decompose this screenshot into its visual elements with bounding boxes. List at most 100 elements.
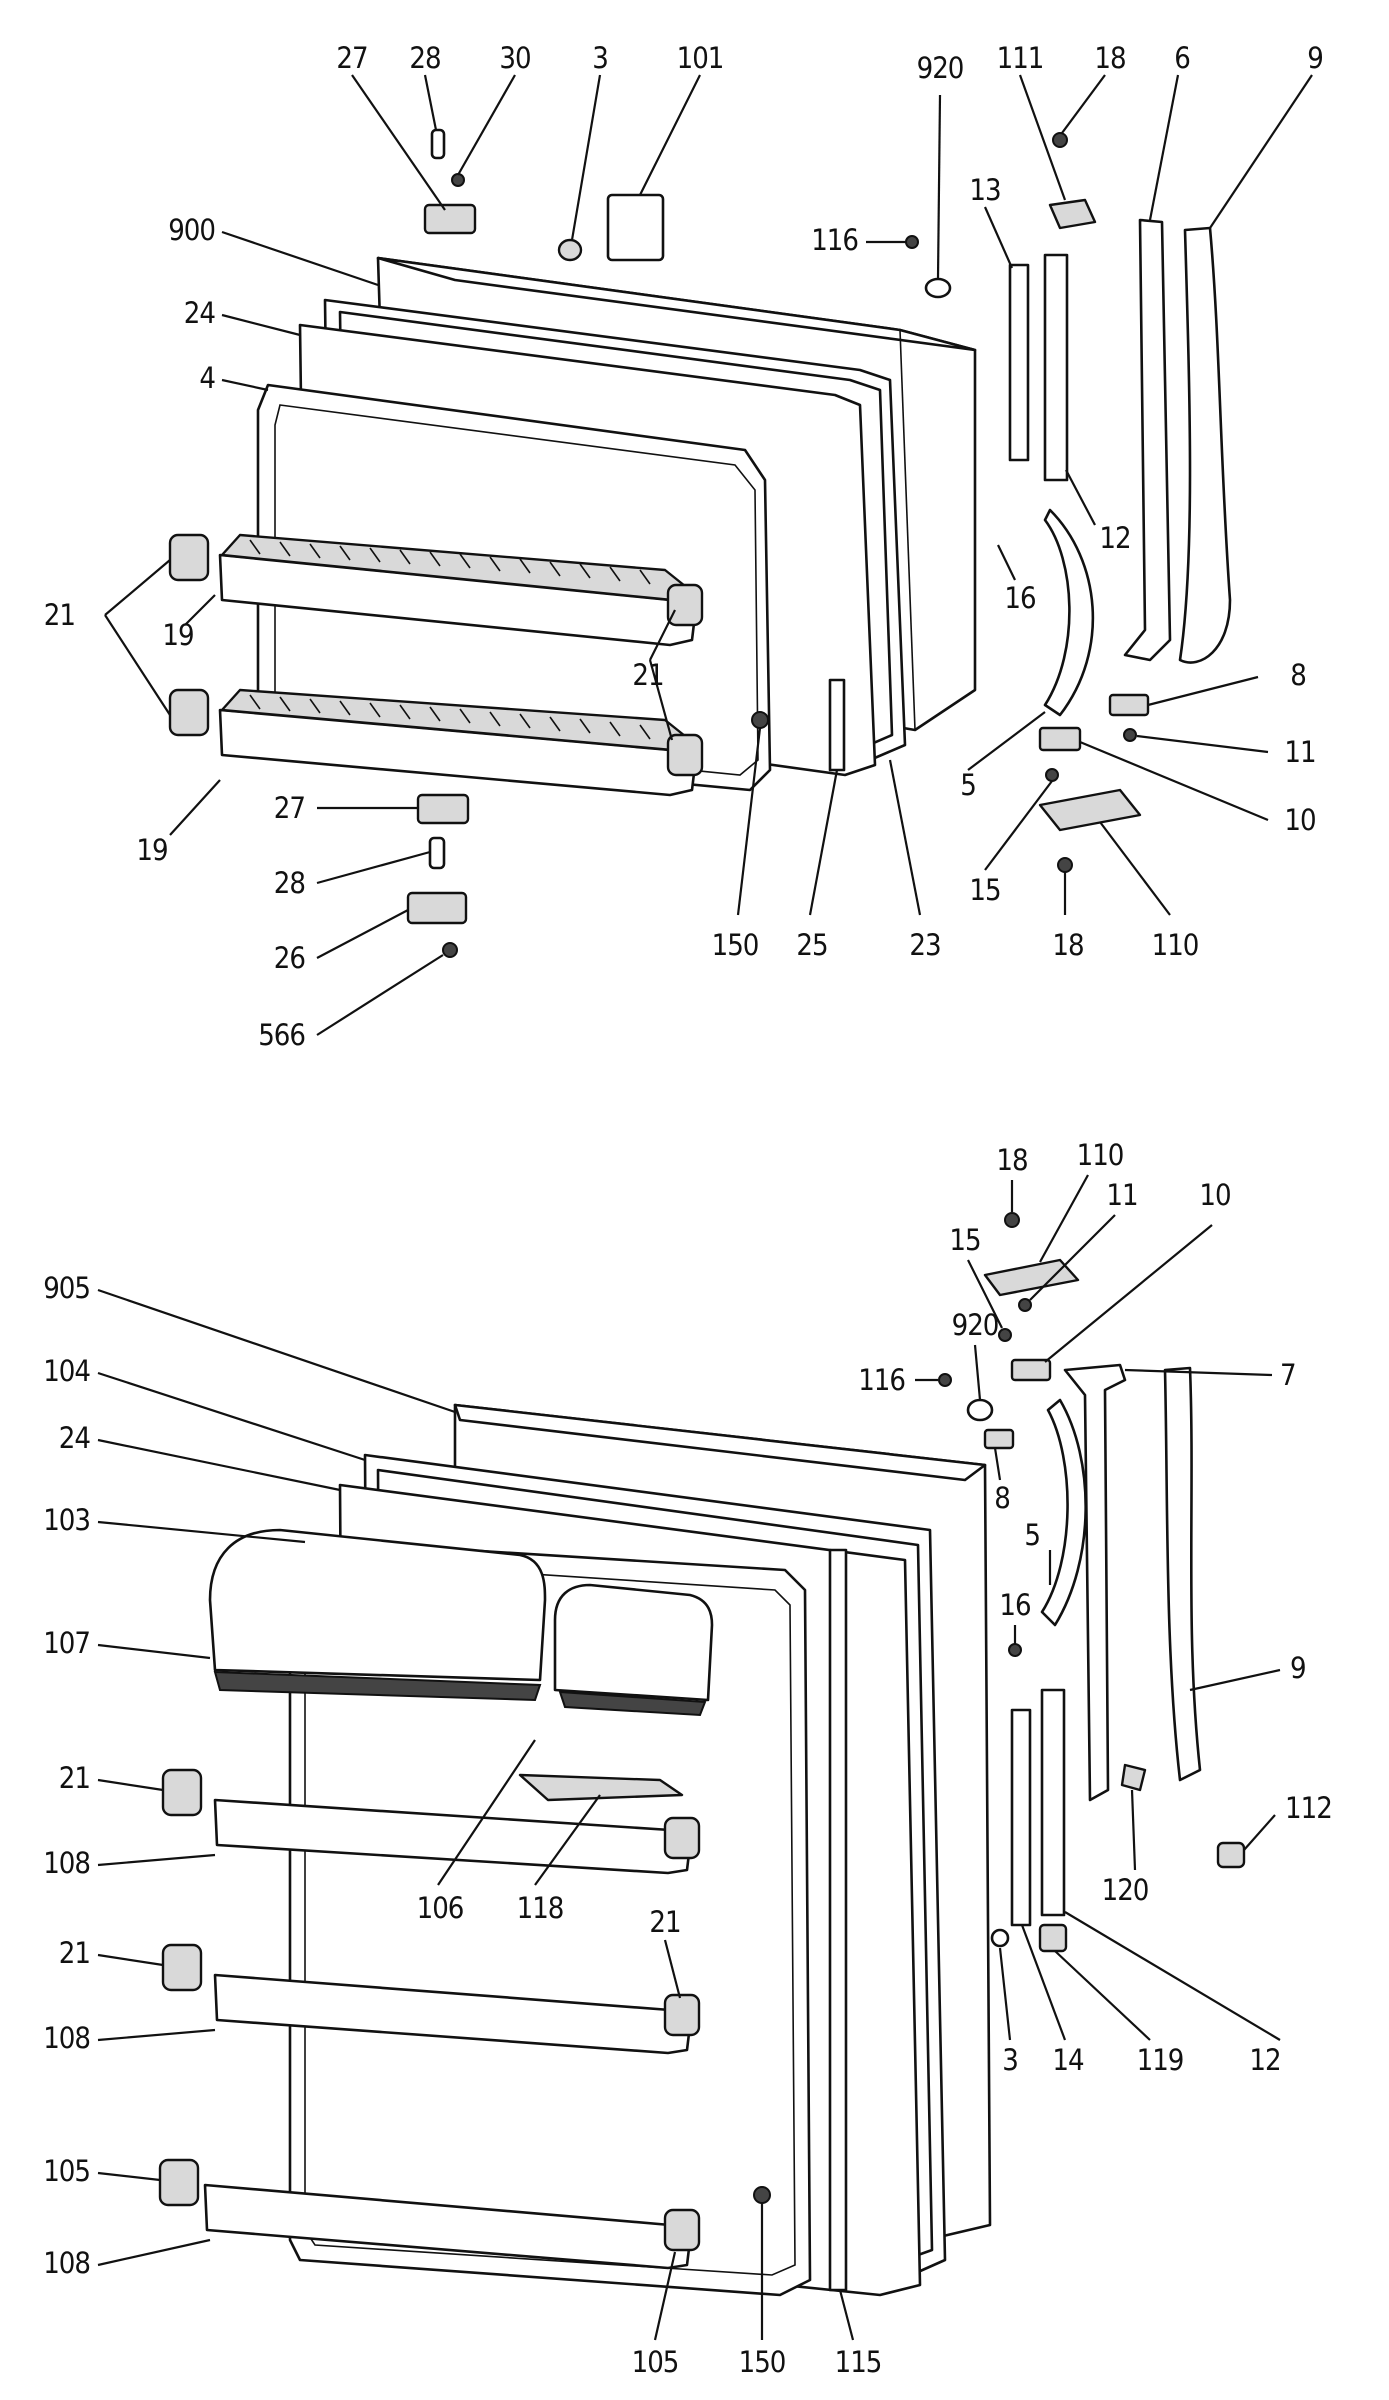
callout-21-left-middle: 21 (59, 1936, 90, 1970)
trim-9-upper (1178, 226, 1232, 664)
hinge-plate-27-top (423, 203, 477, 235)
callout-6: 6 (1174, 41, 1190, 75)
callout-19-upper: 19 (162, 618, 193, 652)
callout-108-upper: 108 (43, 1846, 90, 1880)
channel-13 (1008, 263, 1030, 462)
shelf-end-cap-right-lower (666, 733, 704, 777)
callout-10: 10 (1284, 803, 1315, 837)
callout-18: 18 (1094, 41, 1125, 75)
shim-8-lower (983, 1428, 1015, 1450)
stud-120 (1120, 1763, 1147, 1792)
callout-21-right: 21 (632, 658, 663, 692)
shim-8 (1108, 693, 1150, 717)
callout-21-right: 21 (649, 1905, 680, 1939)
screw-566 (442, 942, 458, 958)
callout-115: 115 (835, 2345, 882, 2379)
dairy-compartment-107 (208, 1528, 547, 1702)
label-holder-101 (606, 193, 665, 262)
callout-11-lower: 11 (1106, 1178, 1137, 1212)
screw-16-lower (1008, 1643, 1022, 1657)
stop-150-bottom (753, 2186, 771, 2204)
callout-24: 24 (184, 296, 216, 330)
plug-3-lower (990, 1928, 1010, 1948)
freezer-shelf-19-lower (218, 688, 697, 797)
callout-10-lower: 10 (1199, 1178, 1230, 1212)
callout-28: 28 (409, 41, 440, 75)
callout-106: 106 (417, 1891, 464, 1925)
shelf-end-cap-21-right-middle (663, 1993, 701, 2037)
freezer-door-assembly (168, 128, 1232, 958)
callout-150-lower: 150 (739, 2345, 786, 2379)
top-hinge-110 (983, 1258, 1080, 1297)
callout-7: 7 (1280, 1358, 1296, 1392)
callout-920: 920 (917, 51, 964, 85)
callout-18-lower: 18 (996, 1143, 1027, 1177)
fresh-food-inner-liner (288, 1538, 812, 2297)
hinge-plate-27-bottom (416, 793, 470, 825)
callout-111: 111 (997, 41, 1044, 75)
freezer-callout-labels: 27 28 30 3 101 920 111 18 6 9 900 116 13… (44, 41, 1324, 1052)
screw-28-bottom (428, 836, 446, 870)
hinge-plate-26 (406, 891, 468, 925)
dairy-compartment-107-small (553, 1583, 714, 1717)
callout-104: 104 (43, 1354, 90, 1388)
butter-tray-118 (518, 1773, 684, 1802)
screw-116-lower (938, 1373, 952, 1387)
callout-120: 120 (1102, 1873, 1149, 1907)
shelf-end-cap-21-left-upper (161, 1768, 203, 1817)
shelf-end-cap-21-right-upper (663, 1816, 701, 1860)
callout-30: 30 (499, 41, 530, 75)
callout-566: 566 (258, 1018, 305, 1052)
hinge-pin-10 (1038, 726, 1082, 752)
screw-11-lower (1018, 1298, 1032, 1312)
handle-5-lower (1040, 1398, 1087, 1627)
screw-28-top (430, 128, 446, 160)
callout-27-bottom: 27 (274, 791, 305, 825)
channel-14 (1010, 1708, 1032, 1927)
shelf-end-cap-right-upper (666, 583, 704, 627)
callout-920-lower: 920 (952, 1308, 999, 1342)
handle-trim-7 (1063, 1363, 1127, 1802)
callout-116-lower: 116 (858, 1363, 905, 1397)
callout-13: 13 (969, 173, 1000, 207)
callout-110-lower: 110 (1077, 1138, 1124, 1172)
callout-9: 9 (1307, 41, 1323, 75)
callout-108-lower: 108 (43, 2246, 90, 2280)
callout-3-lower: 3 (1002, 2043, 1018, 2077)
callout-11: 11 (1284, 735, 1315, 769)
callout-118: 118 (517, 1891, 564, 1925)
cam-119 (1038, 1923, 1068, 1953)
shelf-end-cap-105-right-lower (663, 2208, 701, 2252)
callout-21-left-upper: 21 (59, 1761, 90, 1795)
callout-5-lower: 5 (1024, 1518, 1040, 1552)
shelf-end-cap-21-left-middle (161, 1943, 203, 1992)
screw-18-bottom (1057, 857, 1073, 873)
screw-116 (905, 235, 919, 249)
freezer-shelf-19-upper (218, 533, 697, 647)
callout-19-lower: 19 (136, 833, 167, 867)
handle-5 (1043, 508, 1095, 717)
screw-30 (451, 173, 465, 187)
freezer-leader-lines (104, 74, 1313, 1036)
callout-28-bottom: 28 (274, 866, 305, 900)
callout-116: 116 (811, 223, 858, 257)
callout-3: 3 (592, 41, 608, 75)
callout-105-left: 105 (43, 2154, 90, 2188)
plug-920 (924, 277, 952, 299)
callout-9-lower: 9 (1290, 1651, 1306, 1685)
callout-112: 112 (1285, 1791, 1332, 1825)
hinge-pin-10-lower (1010, 1358, 1052, 1382)
callout-101: 101 (677, 41, 724, 75)
callout-119: 119 (1137, 2043, 1184, 2077)
fresh-food-leader-lines (97, 1174, 1281, 2341)
fresh-food-door-assembly (158, 1212, 1246, 2297)
callout-4: 4 (199, 361, 215, 395)
callout-5: 5 (960, 768, 976, 802)
callout-110: 110 (1152, 928, 1199, 962)
callout-103: 103 (43, 1503, 90, 1537)
plug-3 (557, 238, 583, 262)
callout-23: 23 (909, 928, 940, 962)
stop-150-top (751, 711, 769, 729)
callout-8: 8 (1290, 658, 1306, 692)
